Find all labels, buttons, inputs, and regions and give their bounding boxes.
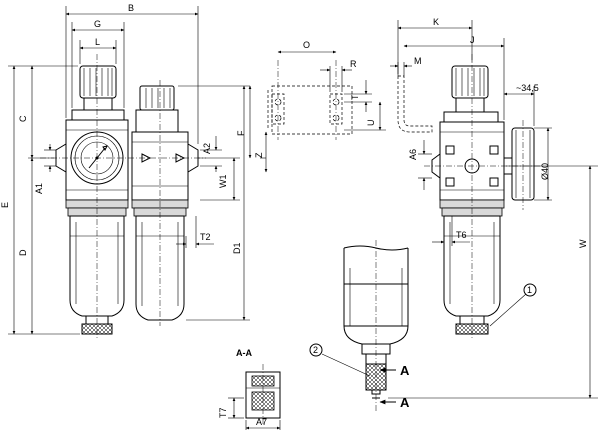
dim-label-t2: T2	[200, 232, 211, 242]
dim-label-t: T	[350, 94, 360, 100]
section-a-a-detail: A-A T7 A7	[218, 348, 281, 430]
side-view-dimensions: K J ~34,5 Ø40 A6 T6 W	[388, 17, 598, 399]
dim-label-z: Z	[254, 152, 264, 158]
section-a-top: A	[400, 363, 410, 378]
inlet-port	[55, 143, 67, 173]
callout-1-label: 1	[527, 285, 532, 295]
mounting-bracket-detail: O R T U M	[267, 40, 433, 140]
lubricator-cap	[139, 85, 175, 111]
dim-label-d: D	[18, 249, 28, 256]
section-a-a-title: A-A	[236, 348, 252, 358]
regulator-knob	[79, 65, 117, 99]
dim-label-t6: T6	[456, 230, 467, 240]
dim-label-o: O	[303, 40, 310, 50]
dim-label-a6: A6	[408, 149, 418, 160]
side-knob	[451, 65, 489, 99]
front-view-assembly	[40, 54, 206, 340]
dim-label-a1: A1	[34, 183, 44, 194]
dim-label-dia-40: Ø40	[540, 163, 550, 180]
side-view-assembly	[424, 54, 540, 340]
dim-label-k: K	[433, 17, 439, 27]
dim-label-t7: T7	[218, 407, 228, 418]
dim-label-g: G	[94, 19, 101, 29]
dim-label-a7: A7	[256, 417, 267, 427]
dim-label-u: U	[366, 120, 376, 127]
callout-1	[523, 283, 537, 297]
dim-label-b: B	[128, 3, 134, 13]
dim-label-c: C	[18, 115, 28, 122]
dim-label-approx-34-5: ~34,5	[516, 83, 539, 93]
section-a-bottom: A	[400, 395, 410, 410]
dim-label-l: L	[95, 37, 100, 47]
dim-label-j: J	[470, 35, 475, 45]
dim-label-w1: W1	[218, 175, 228, 189]
dim-label-f: F	[236, 130, 246, 136]
front-view-dimensions: B G L E C D A1 A2	[0, 3, 268, 335]
dim-label-d1: D1	[232, 242, 242, 254]
drain-detail: A A 2 1	[309, 240, 537, 412]
dim-label-m: M	[414, 56, 422, 66]
callout-2	[309, 343, 323, 357]
dim-label-r: R	[350, 59, 357, 69]
callout-2-label: 2	[313, 345, 318, 355]
outlet-port	[187, 143, 199, 173]
dim-label-w: W	[578, 239, 588, 248]
dim-label-e: E	[0, 202, 10, 208]
dim-label-a2: A2	[202, 143, 212, 154]
